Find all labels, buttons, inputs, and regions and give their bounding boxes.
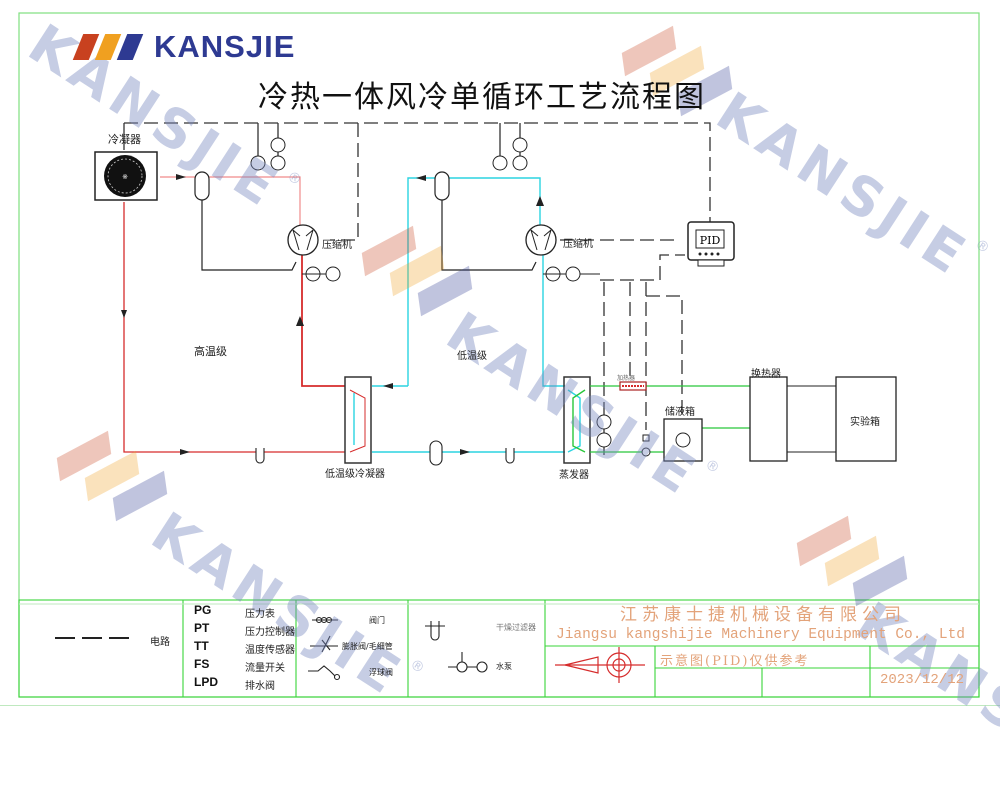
receiver-high [194, 171, 210, 201]
logo-stripe [116, 34, 144, 60]
pid-drawing-sheet: ※ [0, 12, 1000, 799]
company-name-cn: 江苏康士捷机械设备有限公司 [620, 605, 906, 625]
page-title: 冷热一体风冷单循环工艺流程图 [258, 80, 706, 115]
svg-text:※: ※ [122, 173, 128, 181]
instrument-gauges [250, 137, 612, 448]
legend-symbol-label: 浮球阀 [369, 668, 393, 677]
legend-code: PT [194, 621, 210, 635]
air-cooled-condenser: ※ [94, 151, 158, 201]
company-name-en: Jiangsu kangshijie Machinery Equipment C… [556, 627, 965, 643]
compressor-high [287, 224, 319, 256]
legend-code: PG [194, 603, 212, 617]
legend-symbol-label: 水泵 [496, 662, 512, 671]
legend-meaning: 压力表 [245, 609, 275, 620]
compressor-high-label: 压缩机 [322, 240, 352, 251]
legend-meaning: 压力控制器 [245, 627, 295, 638]
legend-symbol-label: 膨胀阀/毛细管 [342, 642, 393, 651]
legend-code: TT [194, 639, 209, 653]
cascade-condenser [344, 376, 372, 464]
low-stage-label: 低温级 [457, 351, 487, 362]
compressor-low [525, 224, 557, 256]
legend-symbol-label: 干燥过滤器 [496, 623, 536, 632]
title-block-grid [18, 599, 980, 698]
logo-text: KANSJIE [154, 29, 296, 64]
heat-exchanger [749, 376, 788, 462]
legend-symbol-label: 阀门 [369, 616, 385, 625]
kansjie-logo: KANSJIE [72, 29, 296, 64]
legend-symbols [55, 616, 488, 681]
legend-meaning: 流量开关 [245, 663, 285, 674]
tank-label: 储液箱 [665, 407, 695, 418]
legend-code: FS [194, 657, 210, 671]
high-temperature-stage-piping [123, 176, 366, 453]
pid-controller: PID [687, 221, 735, 267]
legend-electric-line-label: 电路 [150, 637, 170, 648]
low-temperature-stage-piping [353, 177, 586, 453]
heater-label: 加热器 [617, 375, 636, 382]
reference-note: 示意图(PID)仅供参考 [660, 654, 810, 669]
svg-text:PID: PID [700, 234, 721, 247]
condenser-label: 冷凝器 [108, 133, 141, 146]
process-diagram: ※ [0, 12, 1000, 706]
drawing-date: 2023/12/12 [880, 672, 965, 688]
cascade-condenser-label: 低温级冷凝器 [325, 469, 385, 480]
high-stage-label: 高温级 [194, 345, 227, 358]
legend-meaning: 排水阀 [245, 681, 275, 692]
water-pump [641, 447, 651, 457]
legend-code: LPD [194, 675, 218, 689]
projection-symbol [555, 647, 645, 683]
evaporator [563, 376, 591, 464]
test-chamber-label: 实验箱 [850, 417, 880, 428]
compressor-low-label: 压缩机 [563, 239, 593, 250]
receiver-low [434, 171, 450, 201]
water-circuit-piping [590, 385, 750, 453]
evaporator-label: 蒸发器 [559, 470, 589, 481]
control-wiring [124, 122, 711, 455]
heat-exchanger-label: 换热器 [751, 369, 781, 380]
legend-meaning: 温度传感器 [245, 645, 295, 656]
test-chamber [835, 376, 897, 462]
